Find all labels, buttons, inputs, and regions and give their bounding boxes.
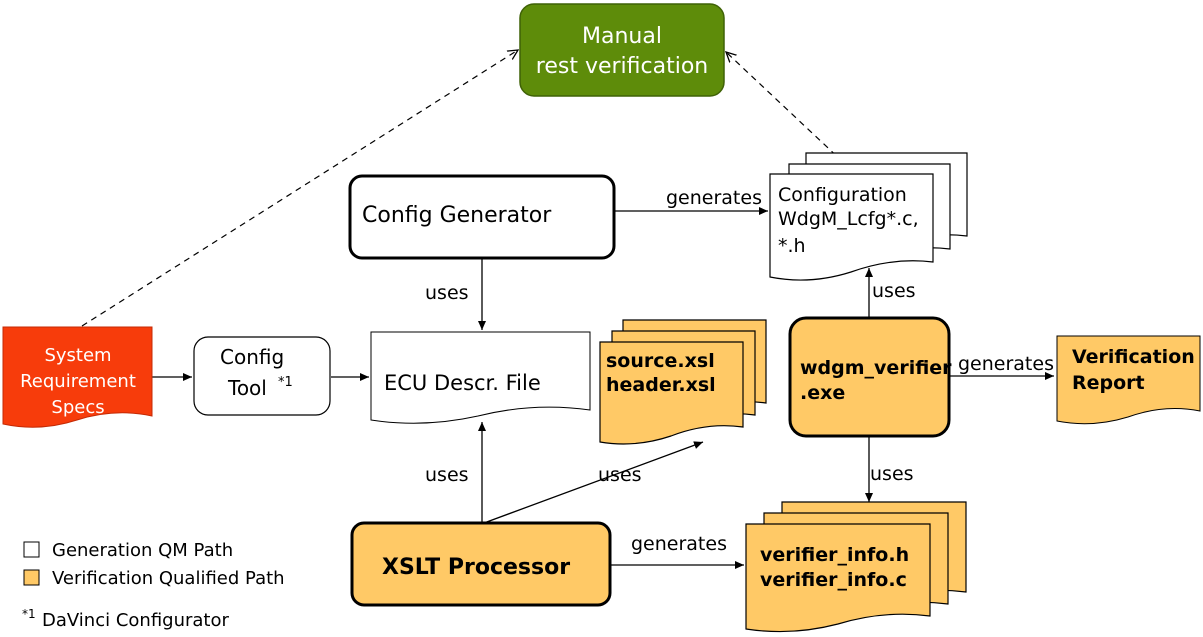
sysreq-line1: System [44,345,111,366]
verification-report-line1: Verification [1072,346,1195,368]
xsl-files-node: source.xsl header.xsl [599,319,767,445]
ecu-descr-file-label: ECU Descr. File [384,371,541,395]
verifier-info-line2: verifier_info.c [760,569,907,591]
label-processor-generates: generates [631,533,727,555]
verification-report-line2: Report [1072,372,1145,394]
label-verifier-generates: generates [958,353,1054,375]
footnote-text: DaVinci Configurator [42,610,229,631]
verifier-info-files-node: verifier_info.h verifier_info.c [745,501,967,633]
verifier-info-line1: verifier_info.h [760,544,909,566]
edge-processor-to-xsl [483,441,704,524]
configuration-line2: WdgM_Lcfg*.c, [778,208,919,230]
configuration-line3: *.h [778,235,806,257]
footnote-mark: *1 [22,607,36,621]
label-processor-uses-xsl: uses [598,464,642,486]
xsl-line1: source.xsl [606,350,715,372]
ecu-descr-file-node: ECU Descr. File [370,331,591,424]
legend: Generation QM Path Verification Qualifie… [22,540,285,631]
legend-generation-swatch [23,541,40,558]
edge-sysreq-to-manual [81,50,518,327]
label-verifier-uses-config: uses [872,280,916,302]
label-generator-generates: generates [666,187,762,209]
xslt-processor-label: XSLT Processor [382,555,570,580]
label-verifier-uses-info: uses [870,463,914,485]
wdgm-verifier-line1: wdgm_verifier [800,357,952,379]
verification-report-node: Verification Report [1056,335,1201,425]
config-tool-footnote-ref: *1 [278,375,293,390]
config-tool-line2: Tool [227,376,267,400]
label-processor-uses-ecu: uses [425,464,469,486]
sysreq-line2: Requirement [20,371,136,392]
configuration-line1: Configuration [778,184,907,206]
config-tool-line1: Config [220,345,284,369]
config-tool-node: Config Tool *1 [193,336,331,416]
legend-generation-label: Generation QM Path [52,540,233,561]
configuration-files-node: Configuration WdgM_Lcfg*.c, *.h [769,152,968,281]
xslt-processor-node: XSLT Processor [350,521,612,607]
legend-qualified-label: Verification Qualified Path [52,568,285,589]
manual-verification-node: Manual rest verification [519,3,725,97]
edge-configuration-to-manual [726,52,861,179]
legend-qualified-swatch [23,569,40,586]
sysreq-line3: Specs [51,397,104,418]
system-requirement-specs-node: System Requirement Specs [2,326,153,428]
config-generator-label: Config Generator [362,203,552,228]
manual-verification-line1: Manual [582,24,662,49]
xsl-line2: header.xsl [606,374,716,396]
label-generator-uses: uses [425,282,469,304]
config-generator-node: Config Generator [348,174,616,260]
manual-verification-line2: rest verification [536,54,708,79]
wdgm-verifier-node: wdgm_verifier .exe [788,316,952,438]
wdgm-verifier-line2: .exe [800,382,845,404]
